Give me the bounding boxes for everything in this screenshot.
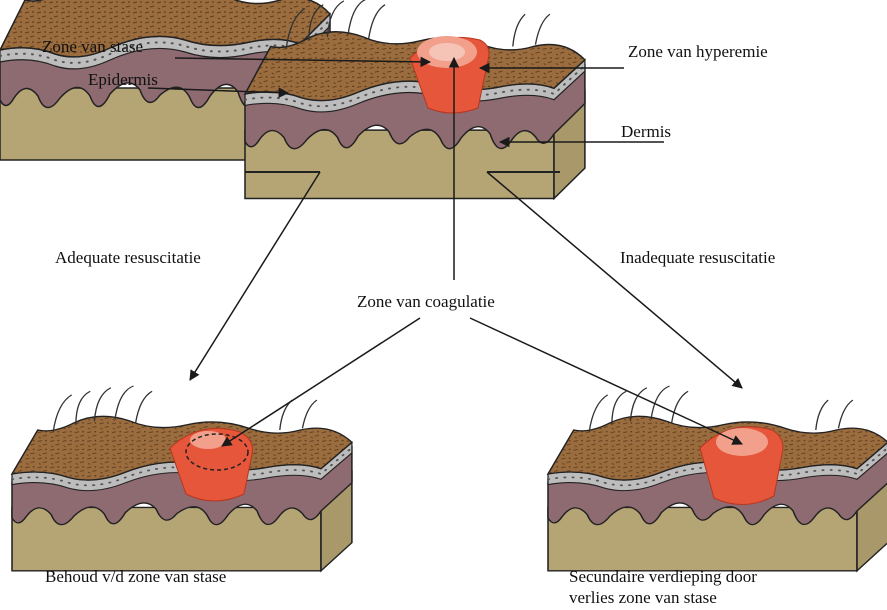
bottom-right-skin-block (548, 386, 887, 571)
label-adequate: Adequate resuscitatie (55, 248, 201, 268)
bottom-left-skin-block (12, 386, 352, 571)
arrow-adequate (190, 172, 320, 380)
burn-coagulation-zone (429, 43, 465, 61)
arrow-coagulation-left (222, 318, 420, 446)
label-dermis: Dermis (621, 122, 671, 142)
label-secundaire-line2: verlies zone van stase (569, 588, 717, 608)
label-zone-stase: Zone van stase (42, 37, 143, 57)
label-epidermis: Epidermis (88, 70, 158, 90)
label-zone-hyperemie: Zone van hyperemie (628, 42, 768, 62)
label-zone-coagulatie: Zone van coagulatie (357, 292, 495, 312)
label-inadequate: Inadequate resuscitatie (620, 248, 775, 268)
label-secundaire-line1: Secundaire verdieping door (569, 567, 757, 587)
arrow-inadequate (487, 172, 742, 388)
burn-center-right (716, 428, 768, 456)
label-behoud: Behoud v/d zone van stase (45, 567, 226, 587)
